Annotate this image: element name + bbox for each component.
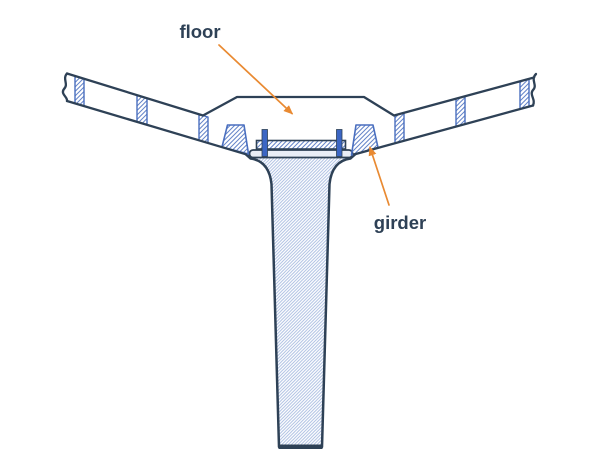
floor-rib <box>198 113 209 144</box>
break-line-left <box>61 72 69 103</box>
floor-rib <box>455 95 466 128</box>
floor-slab-bottom-right-line <box>352 104 535 156</box>
floor-rib <box>136 94 148 126</box>
floor-slab-bottom-left-line <box>65 99 248 156</box>
floor-slab-top-line <box>65 72 536 117</box>
floor-rib <box>519 78 530 110</box>
pier-column <box>244 153 357 449</box>
floor-rib <box>74 75 85 107</box>
girder-arrow <box>368 146 390 206</box>
floor-arrow <box>218 44 294 115</box>
anchor-bolt-right <box>336 129 343 157</box>
anchor-bolt-left <box>261 129 268 157</box>
girder-section-left <box>221 124 250 155</box>
break-line-right <box>530 72 538 107</box>
bearing-plate <box>255 139 347 150</box>
floor-rib <box>394 112 405 144</box>
floor-label: floor <box>179 21 220 42</box>
girder-label: girder <box>374 212 426 233</box>
